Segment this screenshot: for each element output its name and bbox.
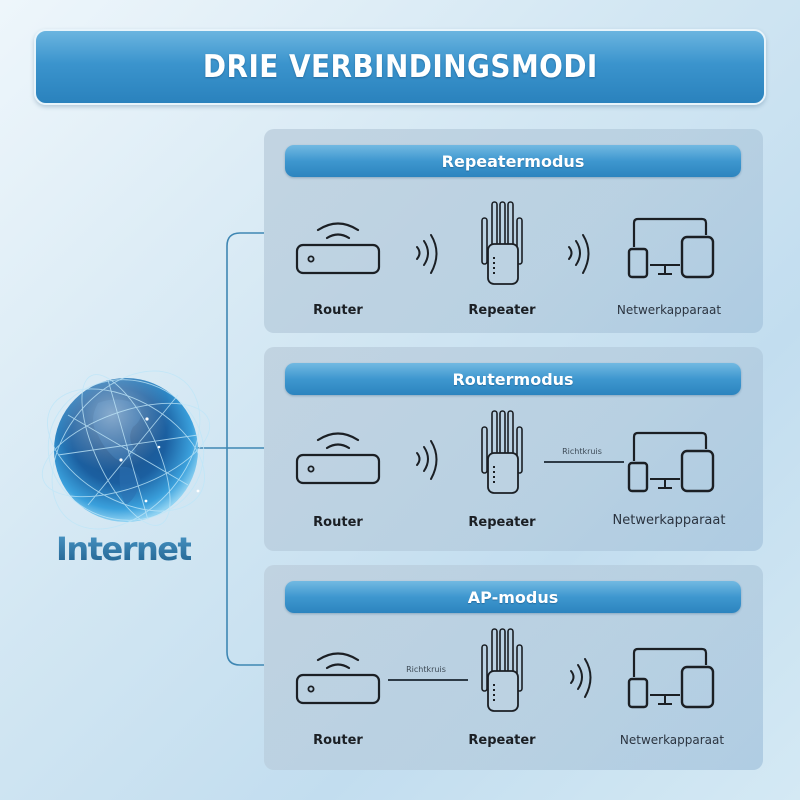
panel-header: AP-modus [285,581,741,613]
cable-label: Richtkruis [562,447,602,456]
device-label: Netwerkapparaat [619,733,725,747]
wifi-signal-icon [568,234,590,274]
panel-title: Repeatermodus [441,151,585,171]
network-devices-icon [627,431,715,493]
wifi-signal-icon [416,234,438,274]
device-label: Repeater [468,303,536,318]
device-label: Router [313,515,363,530]
title-banner: DRIE VERBINDINGSMODI [34,29,766,105]
network-devices-icon [627,647,715,709]
router-icon [295,222,381,275]
repeater-icon [481,201,523,285]
device-label: Router [313,303,363,318]
router-icon [295,432,381,485]
device-label: Router [313,733,363,748]
device-label: Repeater [468,515,536,530]
panel-repeatermodus: Repeatermodus Router Repeater Netwerkapp… [264,129,763,333]
panel-header: Repeatermodus [285,145,741,177]
ethernet-cable [544,461,624,463]
panel-title: Routermodus [452,369,574,389]
device-label: Netwerkapparaat [616,303,722,317]
internet-label: Internet [56,530,193,568]
network-devices-icon [627,217,715,279]
panel-header: Routermodus [285,363,741,395]
repeater-icon [481,410,523,494]
device-label: Repeater [468,733,536,748]
repeater-icon [481,628,523,712]
panel-routermodus: Routermodus Richtkruis Router Repeater N… [264,347,763,551]
device-label: Netwerkapparaat [612,513,726,528]
router-icon [295,652,381,705]
cable-label: Richtkruis [406,665,446,674]
panel-ap-modus: AP-modus Richtkruis Router Repeater Netw… [264,565,763,770]
ethernet-cable [388,679,468,681]
page-title: DRIE VERBINDINGSMODI [202,49,598,85]
wifi-signal-icon [570,658,592,698]
panel-title: AP-modus [467,587,559,607]
wifi-signal-icon [416,440,438,480]
globe-icon [28,355,218,555]
